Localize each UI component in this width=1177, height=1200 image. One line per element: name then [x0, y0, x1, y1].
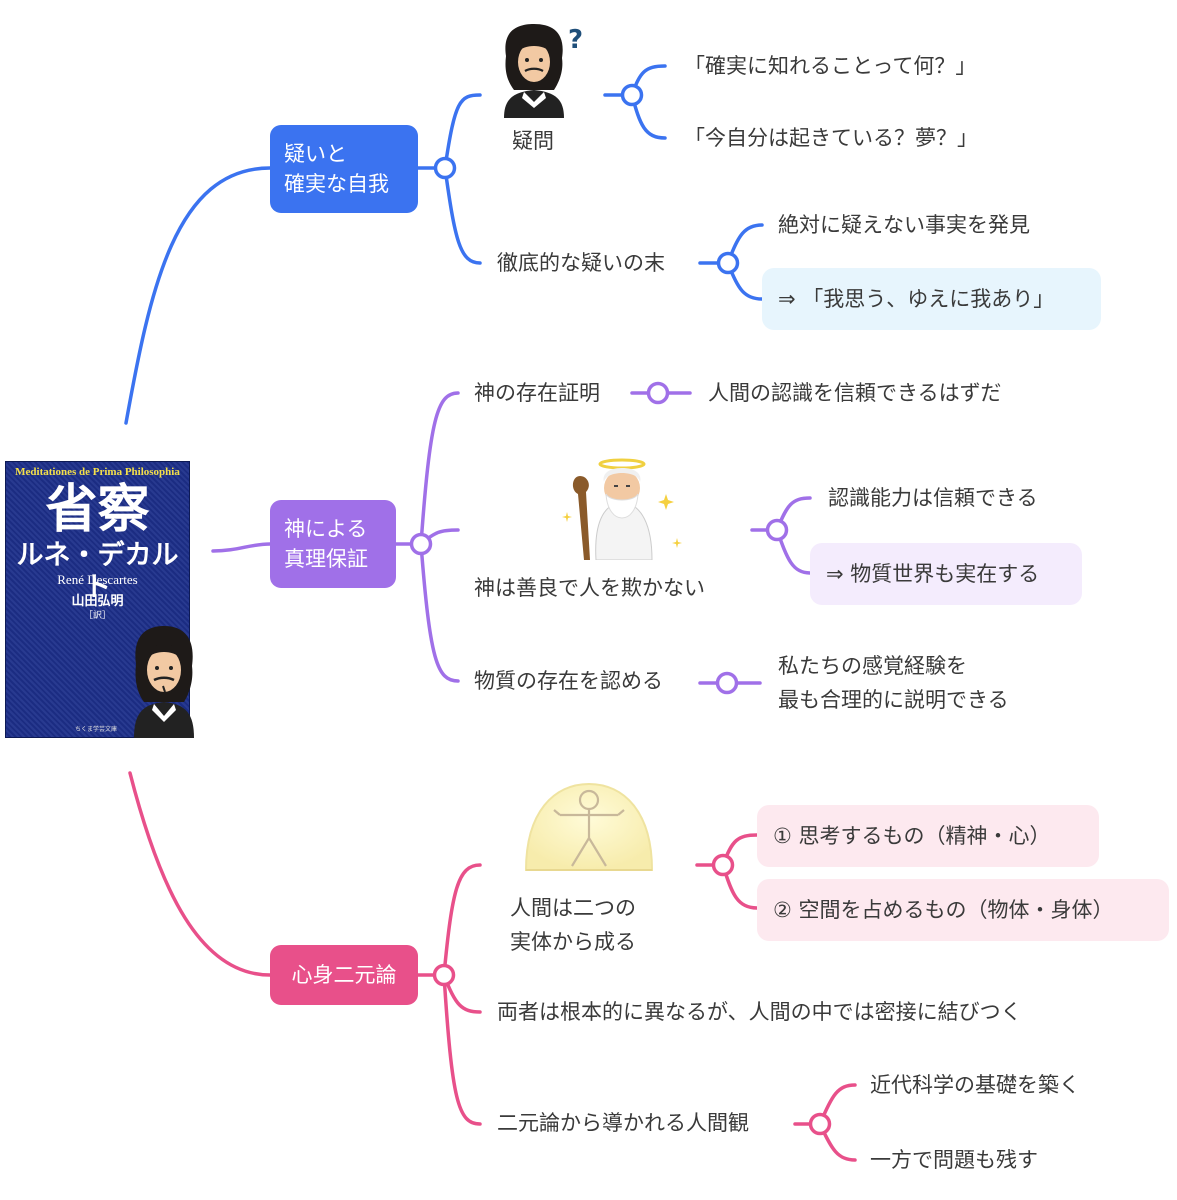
dualism-view-item-1[interactable]: 近代科学の基礎を築く	[870, 1073, 1080, 1097]
junction-doubt	[433, 156, 457, 180]
thorough-item-1[interactable]: 絶対に疑えない事実を発見	[778, 213, 1030, 237]
dualism-view-label[interactable]: 二元論から導かれる人間観	[497, 1111, 749, 1135]
junction-god	[409, 532, 433, 556]
book-publisher: ちくま学芸文庫	[74, 726, 117, 733]
junction-god-good	[765, 518, 789, 542]
junction-dualism-view	[808, 1112, 832, 1136]
thinking-substance-text: ① 思考するもの（精神・心）	[773, 824, 1051, 848]
book-author-jp: ルネ・デカルト	[16, 540, 179, 603]
god-matter-item-line1[interactable]: 私たちの感覚経験を	[778, 654, 967, 678]
god-good-item-1[interactable]: 認識能力は信頼できる	[828, 486, 1038, 510]
doubt-label[interactable]: 疑問	[512, 129, 554, 153]
question-mark-icon: ?	[568, 25, 583, 55]
doubt-item-2[interactable]: 「今自分は起きている？夢？」	[684, 126, 978, 150]
thinking-substance-pill[interactable]: ① 思考するもの（精神・心）	[757, 805, 1099, 867]
connector-root-god	[211, 542, 272, 553]
cogito-pill[interactable]: ⇒ 「我思う、ゆえに我あり」	[762, 268, 1101, 330]
god-proof-item[interactable]: 人間の認識を信頼できるはずだ	[708, 381, 1002, 405]
branch-god-title-line1: 神による	[284, 517, 368, 541]
doubt-item-1[interactable]: 「確実に知れることって何？」	[684, 54, 977, 78]
book-translator-note: ［訳］	[83, 611, 111, 621]
descartes-question-icon: ?	[504, 24, 583, 118]
branch-god-box[interactable]: 神による 真理保証	[270, 500, 396, 588]
god-figure-icon	[562, 458, 682, 560]
human-dome-icon	[524, 782, 654, 871]
book-translator: 山田弘明	[71, 594, 124, 609]
god-proof-label[interactable]: 神の存在証明	[474, 381, 600, 405]
dualism-view-item-2[interactable]: 一方で問題も残す	[870, 1148, 1038, 1172]
book-series-title: Meditationes de Prima Philosophia	[15, 466, 180, 478]
branch-dualism-title: 心身二元論	[291, 963, 397, 987]
branch-god-title-line2: 真理保証	[284, 547, 368, 571]
branch-dualism-box[interactable]: 心身二元論	[270, 945, 418, 1005]
god-matter-item-line2[interactable]: 最も合理的に説明できる	[778, 688, 1009, 712]
branch-doubt-title-line2: 確実な自我	[284, 172, 389, 196]
junction-god-proof	[646, 381, 670, 405]
junction-dualism	[432, 963, 456, 987]
dualism-both-label[interactable]: 両者は根本的に異なるが、人間の中では密接に結びつく	[497, 1000, 1022, 1024]
connector-root-doubt	[124, 166, 272, 425]
junction-god-matter	[715, 671, 739, 695]
junction-doubt-question	[620, 83, 644, 107]
material-world-pill[interactable]: ⇒ 物質世界も実在する	[810, 543, 1082, 605]
branch-doubt-title-line1: 疑いと	[284, 142, 347, 166]
connector-root-dualism	[128, 771, 272, 977]
cogito-text: ⇒ 「我思う、ゆえに我あり」	[778, 287, 1055, 311]
book-author-latin: René Descartes	[57, 572, 138, 587]
extended-substance-text: ② 空間を占めるもの（物体・身体）	[773, 898, 1114, 922]
junction-dualism-two	[711, 853, 735, 877]
god-matter-label[interactable]: 物質の存在を認める	[474, 669, 663, 693]
dualism-two-label-line2[interactable]: 実体から成る	[510, 930, 636, 954]
book-title: 省察	[45, 479, 150, 540]
material-world-text: ⇒ 物質世界も実在する	[826, 562, 1040, 586]
extended-substance-pill[interactable]: ② 空間を占めるもの（物体・身体）	[757, 879, 1169, 941]
branch-doubt-box[interactable]: 疑いと 確実な自我	[270, 125, 418, 213]
descartes-portrait-icon	[134, 626, 194, 738]
god-good-label[interactable]: 神は善良で人を欺かない	[474, 576, 705, 600]
dualism-two-label-line1[interactable]: 人間は二つの	[510, 896, 636, 920]
thorough-doubt-label[interactable]: 徹底的な疑いの末	[497, 251, 665, 275]
junction-doubt-thorough	[716, 251, 740, 275]
